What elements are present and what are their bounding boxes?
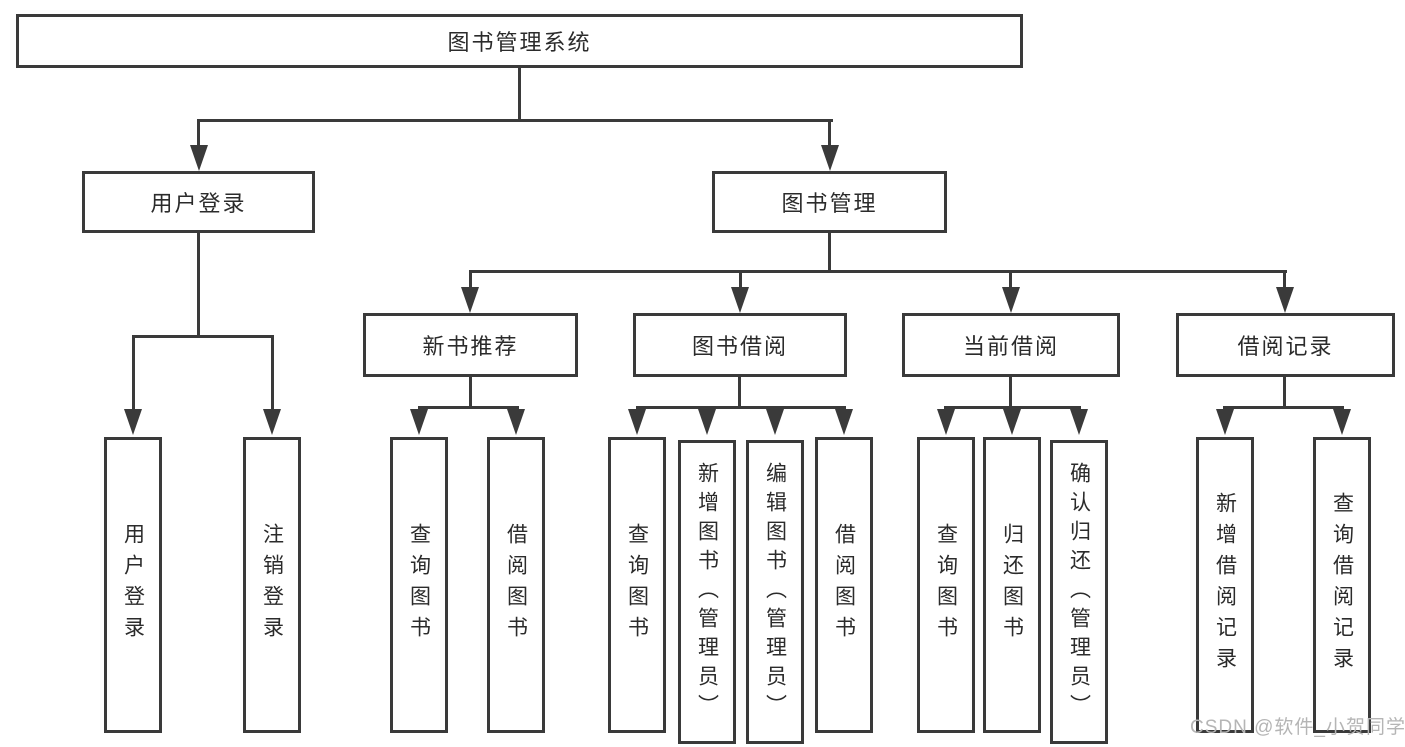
connector-bm-drop-3 <box>1009 270 1012 290</box>
connector-nbr-rail <box>418 406 519 409</box>
leaf-query-books-1-label: 查询图书 <box>407 523 431 647</box>
leaf-query-borrow-record: 查询借阅记录 <box>1313 437 1371 733</box>
connector-user-login-rail <box>132 335 274 338</box>
csdn-watermark: CSDN @软件_小贺同学 <box>1190 717 1405 738</box>
leaf-borrow-books-2: 借阅图书 <box>815 437 873 733</box>
leaf-borrow-books-1-label: 借阅图书 <box>504 523 528 647</box>
arrowhead-new-book-recommend-icon <box>461 287 479 313</box>
leaf-logout: 注销登录 <box>243 437 301 733</box>
arrowhead-add-borrow-record-icon <box>1216 409 1234 435</box>
leaf-return-books-label: 归还图书 <box>1000 523 1024 647</box>
node-user-login-label: 用户登录 <box>150 191 247 216</box>
arrowhead-query-books-1-icon <box>410 409 428 435</box>
node-new-book-recommend: 新书推荐 <box>363 313 578 377</box>
leaf-edit-books-admin-label: 编辑图书（管理员） <box>763 461 787 723</box>
connector-br-stem <box>1283 375 1286 409</box>
arrowhead-add-books-admin-icon <box>698 409 716 435</box>
arrowhead-query-books-3-icon <box>937 409 955 435</box>
leaf-add-books-admin-label: 新增图书（管理员） <box>695 461 719 723</box>
node-borrowing-records: 借阅记录 <box>1176 313 1395 377</box>
node-root: 图书管理系统 <box>16 14 1023 68</box>
connector-nbr-stem <box>469 375 472 409</box>
connector-cb-stem <box>1009 375 1012 409</box>
arrowhead-borrow-books-2-icon <box>835 409 853 435</box>
arrowhead-book-management-icon <box>821 145 839 171</box>
connector-root-rail <box>197 119 833 122</box>
connector-root-drop-left <box>197 119 200 149</box>
node-current-borrowing-label: 当前借阅 <box>962 334 1059 359</box>
connector-bb-rail <box>636 406 846 409</box>
node-book-management-label: 图书管理 <box>781 191 878 216</box>
arrowhead-borrowing-records-icon <box>1276 287 1294 313</box>
leaf-query-books-2: 查询图书 <box>608 437 666 733</box>
leaf-query-borrow-record-label: 查询借阅记录 <box>1330 492 1354 678</box>
arrowhead-leaf-user-login-icon <box>124 409 142 435</box>
leaf-user-login-label: 用户登录 <box>121 523 145 647</box>
node-book-management: 图书管理 <box>712 171 947 233</box>
leaf-query-books-2-label: 查询图书 <box>625 523 649 647</box>
leaf-add-borrow-record: 新增借阅记录 <box>1196 437 1254 733</box>
arrowhead-borrow-books-1-icon <box>507 409 525 435</box>
node-current-borrowing: 当前借阅 <box>902 313 1120 377</box>
leaf-add-borrow-record-label: 新增借阅记录 <box>1213 492 1237 678</box>
node-root-label: 图书管理系统 <box>447 30 592 55</box>
leaf-borrow-books-1: 借阅图书 <box>487 437 545 733</box>
leaf-confirm-return-admin: 确认归还（管理员） <box>1050 440 1108 744</box>
connector-root-stem <box>518 66 521 121</box>
node-borrowing-records-label: 借阅记录 <box>1237 334 1334 359</box>
arrowhead-return-books-icon <box>1003 409 1021 435</box>
arrowhead-user-login-icon <box>190 145 208 171</box>
arrowhead-current-borrowing-icon <box>1002 287 1020 313</box>
connector-bb-stem <box>738 375 741 409</box>
leaf-query-books-1: 查询图书 <box>390 437 448 733</box>
leaf-edit-books-admin: 编辑图书（管理员） <box>746 440 804 744</box>
leaf-query-books-3-label: 查询图书 <box>934 523 958 647</box>
leaf-user-login: 用户登录 <box>104 437 162 733</box>
arrowhead-query-borrow-record-icon <box>1333 409 1351 435</box>
connector-root-drop-right <box>828 119 831 149</box>
node-book-borrowing: 图书借阅 <box>633 313 847 377</box>
node-user-login: 用户登录 <box>82 171 315 233</box>
connector-br-rail <box>1223 406 1344 409</box>
leaf-logout-label: 注销登录 <box>260 523 284 647</box>
node-new-book-recommend-label: 新书推荐 <box>422 334 519 359</box>
connector-bm-drop-4 <box>1283 270 1286 290</box>
connector-bm-drop-2 <box>739 270 742 290</box>
arrowhead-edit-books-admin-icon <box>766 409 784 435</box>
leaf-query-books-3: 查询图书 <box>917 437 975 733</box>
leaf-borrow-books-2-label: 借阅图书 <box>832 523 856 647</box>
node-book-borrowing-label: 图书借阅 <box>691 334 788 359</box>
connector-book-management-rail <box>469 270 1287 273</box>
arrowhead-query-books-2-icon <box>628 409 646 435</box>
leaf-return-books: 归还图书 <box>983 437 1041 733</box>
connector-user-login-stem <box>197 231 200 337</box>
arrowhead-leaf-logout-icon <box>263 409 281 435</box>
leaf-confirm-return-admin-label: 确认归还（管理员） <box>1067 461 1091 723</box>
leaf-add-books-admin: 新增图书（管理员） <box>678 440 736 744</box>
arrowhead-book-borrowing-icon <box>731 287 749 313</box>
arrowhead-confirm-return-admin-icon <box>1070 409 1088 435</box>
connector-user-login-drop-1 <box>132 335 135 411</box>
connector-user-login-drop-2 <box>271 335 274 411</box>
connector-book-management-stem <box>828 231 831 273</box>
connector-bm-drop-1 <box>469 270 472 290</box>
